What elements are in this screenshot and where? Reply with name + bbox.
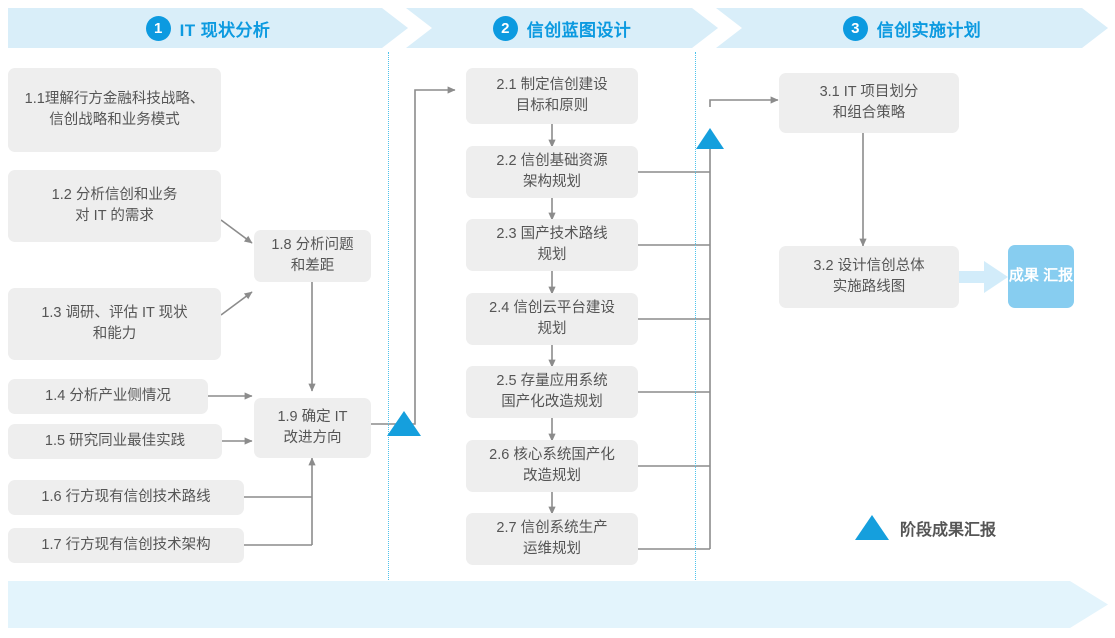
bottom-banner xyxy=(8,581,1108,628)
node-1-5-line1: 1.5 研究同业最佳实践 xyxy=(44,432,186,449)
node-1-6[interactable]: 1.6 行方现有信创技术路线 xyxy=(8,480,244,515)
phase-divider-1 xyxy=(388,52,389,586)
node-2-4-line1: 2.4 信创云平台建设 xyxy=(489,299,615,316)
node-3-2-line1: 3.2 设计信创总体 xyxy=(813,257,925,274)
node-2-3-line2: 规划 xyxy=(537,247,567,263)
milestone-triangle-phase1 xyxy=(387,411,421,436)
legend-label: 阶段成果汇报 xyxy=(900,521,997,539)
node-2-1-line2: 目标和原则 xyxy=(515,98,589,114)
node-2-7-line1: 2.7 信创系统生产 xyxy=(496,519,608,536)
node-1-3-line2: 和能力 xyxy=(92,326,137,342)
node-1-3[interactable]: 1.3 调研、评估 IT 现状 和能力 xyxy=(8,288,221,360)
result-badge[interactable]: 成果 汇报 xyxy=(1008,245,1074,308)
node-1-7[interactable]: 1.7 行方现有信创技术架构 xyxy=(8,528,244,563)
node-2-7-line2: 运维规划 xyxy=(523,541,581,557)
legend: 阶段成果汇报 xyxy=(855,515,996,540)
node-3-1[interactable]: 3.1 IT 项目划分 和组合策略 xyxy=(779,73,959,133)
node-2-6-line2: 改造规划 xyxy=(523,468,581,484)
node-1-9-line1: 1.9 确定 IT xyxy=(277,408,348,425)
node-1-2-line1: 1.2 分析信创和业务 xyxy=(51,186,178,203)
node-1-4[interactable]: 1.4 分析产业侧情况 xyxy=(8,379,208,414)
phase-banner-2[interactable]: 2 信创蓝图设计 xyxy=(406,8,718,48)
node-1-6-line1: 1.6 行方现有信创技术路线 xyxy=(41,488,211,505)
node-1-1-line1: 1.1理解行方金融科技战略、 xyxy=(24,90,205,107)
milestone-triangle-icon xyxy=(855,515,889,540)
node-3-2-line2: 实施路线图 xyxy=(832,279,906,295)
node-1-7-line1: 1.7 行方现有信创技术架构 xyxy=(41,536,211,553)
result-badge-line2: 汇报 xyxy=(1043,267,1074,285)
node-1-4-line1: 1.4 分析产业侧情况 xyxy=(45,387,171,404)
milestone-triangle-phase2 xyxy=(696,128,724,149)
phase-title-3: 信创实施计划 xyxy=(876,20,982,40)
node-3-2[interactable]: 3.2 设计信创总体 实施路线图 xyxy=(779,246,959,308)
node-1-2-line2: 对 IT 的需求 xyxy=(75,208,154,224)
phase-banner-3[interactable]: 3 信创实施计划 xyxy=(716,8,1108,48)
node-2-2-line2: 架构规划 xyxy=(523,174,581,190)
phase-banner-1[interactable]: 1 IT 现状分析 xyxy=(8,8,408,48)
node-2-4-line2: 规划 xyxy=(537,321,567,337)
result-arrow-icon xyxy=(955,261,1008,293)
node-1-9-line2: 改进方向 xyxy=(283,430,342,446)
node-2-6[interactable]: 2.6 核心系统国产化 改造规划 xyxy=(466,440,638,492)
node-2-2-line1: 2.2 信创基础资源 xyxy=(496,152,608,169)
node-2-2[interactable]: 2.2 信创基础资源 架构规划 xyxy=(466,146,638,198)
phase-title-2: 信创蓝图设计 xyxy=(526,20,632,40)
phase-number-3: 3 xyxy=(842,15,868,41)
node-2-5-line1: 2.5 存量应用系统 xyxy=(496,372,608,389)
node-2-5-line2: 国产化改造规划 xyxy=(501,394,603,410)
node-1-8[interactable]: 1.8 分析问题 和差距 xyxy=(254,230,371,282)
node-1-3-line1: 1.3 调研、评估 IT 现状 xyxy=(41,304,188,321)
phase-number-1: 1 xyxy=(145,15,171,41)
node-3-1-line1: 3.1 IT 项目划分 xyxy=(819,83,919,100)
node-2-7[interactable]: 2.7 信创系统生产 运维规划 xyxy=(466,513,638,565)
phase-number-2: 2 xyxy=(492,15,518,41)
node-1-1-line2: 信创战略和业务模式 xyxy=(49,112,180,128)
node-1-1[interactable]: 1.1理解行方金融科技战略、 信创战略和业务模式 xyxy=(8,68,221,152)
phase-title-1: IT 现状分析 xyxy=(179,20,271,40)
node-2-6-line1: 2.6 核心系统国产化 xyxy=(489,446,615,463)
node-1-8-line1: 1.8 分析问题 xyxy=(271,236,354,253)
node-2-1[interactable]: 2.1 制定信创建设 目标和原则 xyxy=(466,68,638,124)
node-2-4[interactable]: 2.4 信创云平台建设 规划 xyxy=(466,293,638,345)
node-1-9[interactable]: 1.9 确定 IT 改进方向 xyxy=(254,398,371,458)
node-3-1-line2: 和组合策略 xyxy=(832,105,906,121)
node-2-3[interactable]: 2.3 国产技术路线 规划 xyxy=(466,219,638,271)
node-1-2[interactable]: 1.2 分析信创和业务 对 IT 的需求 xyxy=(8,170,221,242)
node-2-5[interactable]: 2.5 存量应用系统 国产化改造规划 xyxy=(466,366,638,418)
node-1-8-line2: 和差距 xyxy=(290,258,335,274)
result-badge-line1: 成果 xyxy=(1008,267,1039,285)
node-2-1-line1: 2.1 制定信创建设 xyxy=(496,76,608,93)
node-2-3-line1: 2.3 国产技术路线 xyxy=(496,225,608,242)
node-1-5[interactable]: 1.5 研究同业最佳实践 xyxy=(8,424,222,459)
